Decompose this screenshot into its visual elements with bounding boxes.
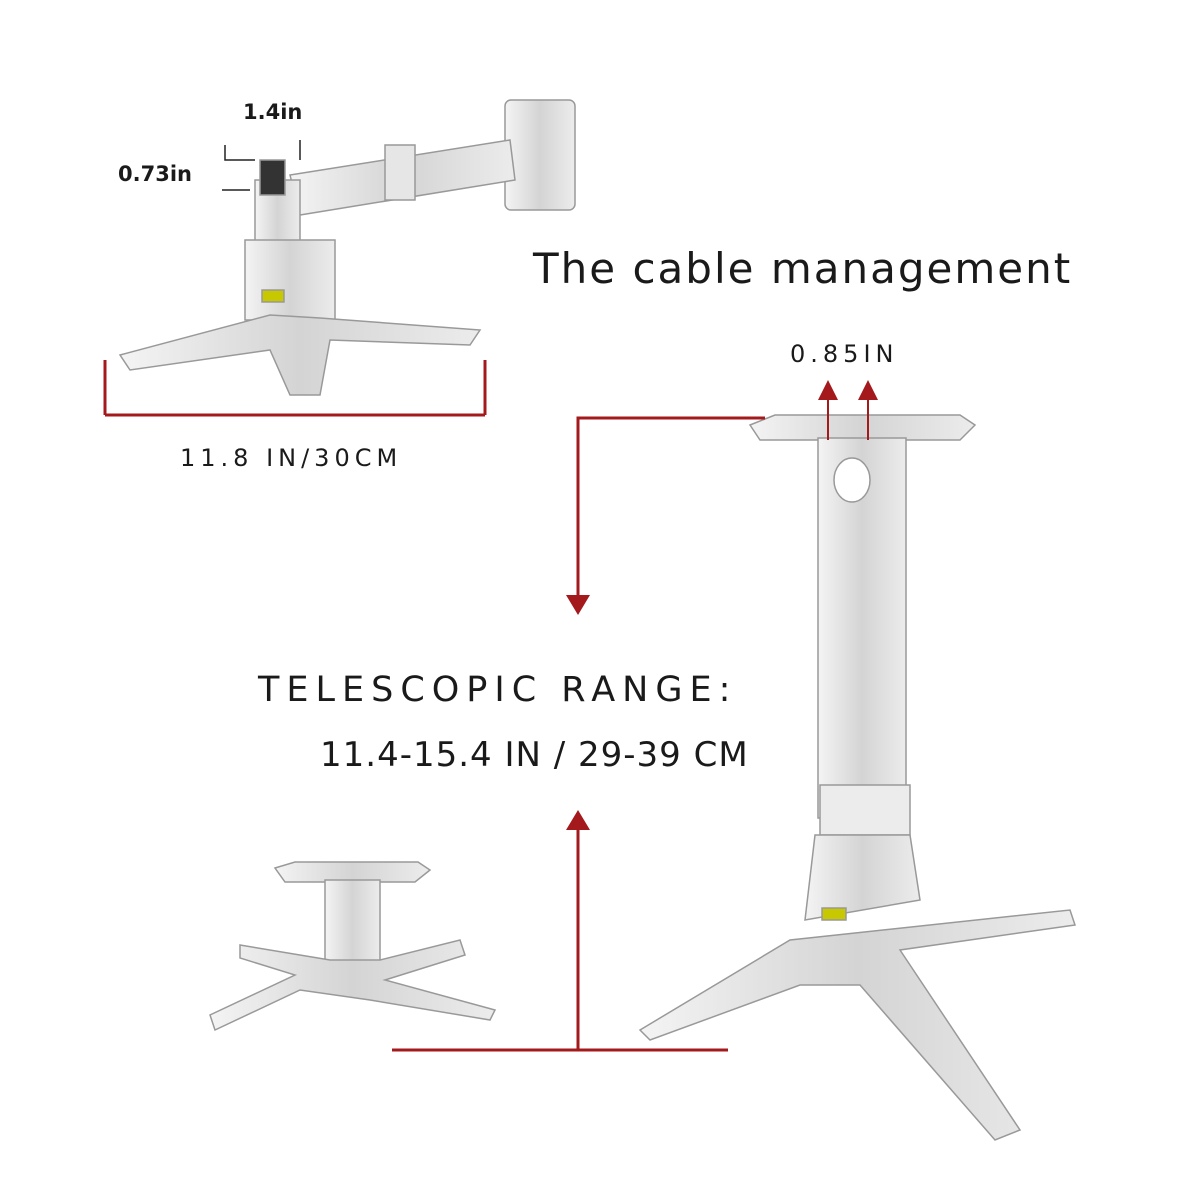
retracted-ceiling-mount-image [209,861,497,1032]
cable-management-heading: The cable management [533,244,1073,293]
gap-width-label: 1.4in [243,100,303,124]
gap-height-label: 0.73in [118,162,192,186]
telescopic-range-value: 11.4-15.4 IN / 29-39 CM [320,735,749,775]
base-width-label: 11.8 IN/30CM [180,444,403,472]
plate-gap-label: 0.85IN [790,340,899,368]
range-indicator-lines [392,416,765,1052]
extended-ceiling-mount-image [638,380,1076,1141]
wall-mount-image [103,99,576,417]
telescopic-range-title: TELESCOPIC RANGE: [258,670,738,710]
